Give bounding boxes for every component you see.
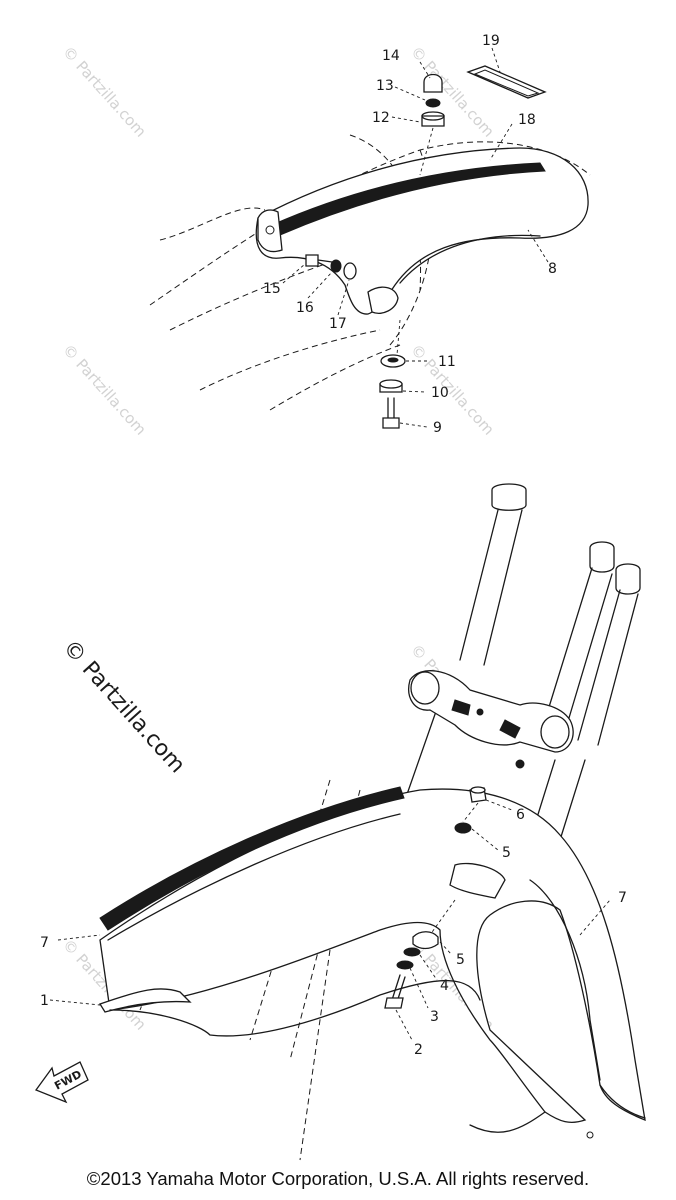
- washer-4: [403, 947, 421, 957]
- callout-3: 3: [430, 1009, 439, 1025]
- callout-13: 13: [376, 78, 394, 94]
- callout-7-right: 7: [618, 890, 627, 906]
- callouts: 14 13 12 19 18 8 15 16 17 11 10 9 6 5 7 …: [40, 33, 627, 1058]
- callout-19: 19: [482, 33, 500, 49]
- callout-2: 2: [414, 1042, 423, 1058]
- plate-19: [466, 65, 547, 99]
- callout-17: 17: [329, 316, 347, 332]
- front-fasteners: [384, 786, 487, 1009]
- callout-9: 9: [433, 420, 442, 436]
- front-fender-assembly: [99, 786, 646, 1139]
- grommet-5-lower: [412, 931, 439, 950]
- callout-1: 1: [40, 993, 49, 1009]
- callout-5-lower: 5: [456, 952, 465, 968]
- bolt-9: [382, 417, 400, 429]
- nut-16: [330, 259, 342, 273]
- callout-5-upper: 5: [502, 845, 511, 861]
- callout-12: 12: [372, 110, 390, 126]
- rear-fasteners: [305, 65, 547, 429]
- bolt-15: [305, 254, 319, 267]
- front-fender-stripe: [99, 786, 405, 931]
- rear-fender-stripe: [271, 162, 546, 236]
- washer-17: [343, 262, 357, 280]
- cap-nut-14: [423, 73, 443, 93]
- rear-fender-assembly: [149, 134, 591, 411]
- callout-4: 4: [440, 978, 449, 994]
- callout-6: 6: [516, 807, 525, 823]
- callout-7-left: 7: [40, 935, 49, 951]
- callout-16: 16: [296, 300, 314, 316]
- fwd-arrow: FWD: [34, 1061, 89, 1104]
- front-fork-assembly: [139, 483, 641, 1161]
- callout-11: 11: [438, 354, 456, 370]
- grommet-5-upper: [454, 822, 472, 834]
- watermark-primary: © Partzilla.com: [58, 635, 190, 778]
- washer-13: [425, 98, 441, 108]
- copyright-text: ©2013 Yamaha Motor Corporation, U.S.A. A…: [86, 1168, 590, 1189]
- watermark-faint-2: © Partzilla.com: [407, 43, 498, 141]
- washer-3: [396, 960, 414, 970]
- callout-18: 18: [518, 112, 536, 128]
- lower-bracket: [408, 670, 574, 753]
- callout-8: 8: [548, 261, 557, 277]
- callout-10: 10: [431, 385, 449, 401]
- callout-15: 15: [263, 281, 281, 297]
- grommet-12: [421, 115, 445, 127]
- callout-14: 14: [382, 48, 400, 64]
- bolt-2: [384, 997, 404, 1009]
- watermark-faint-3: © Partzilla.com: [59, 341, 150, 439]
- watermark-faint-1: © Partzilla.com: [59, 43, 150, 141]
- rear-fender: [255, 147, 589, 315]
- front-fender: [99, 788, 646, 1123]
